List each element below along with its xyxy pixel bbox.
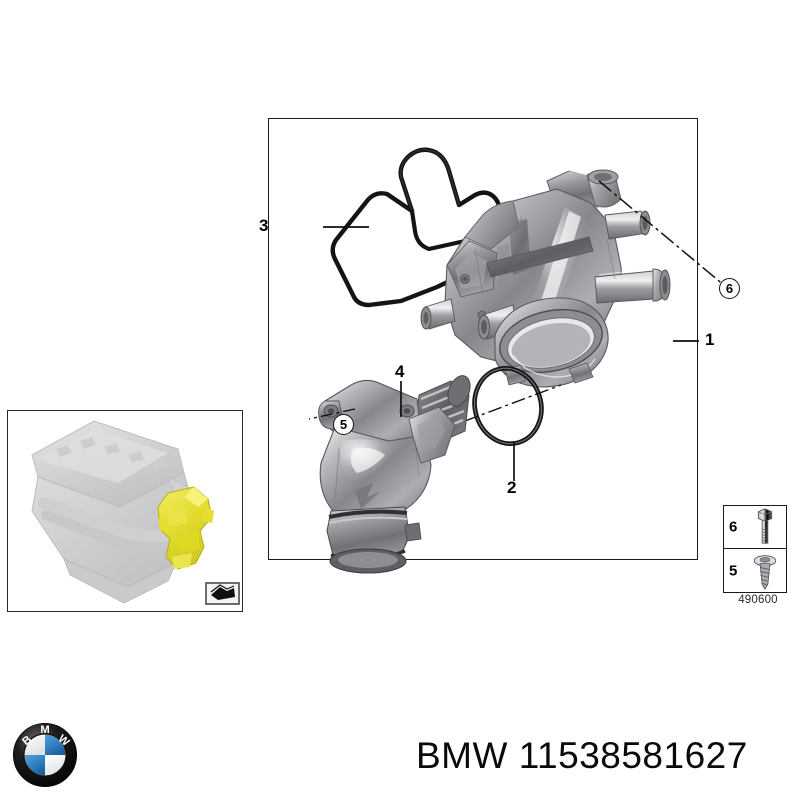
callout-circle-6: 6	[719, 278, 740, 299]
part-oring-2	[464, 366, 562, 446]
svg-text:M: M	[40, 724, 49, 736]
port-upper-right	[604, 210, 651, 240]
legend-number-5: 5	[729, 562, 738, 579]
callout-label-1: 1	[705, 330, 715, 349]
callout-label-4: 4	[395, 362, 405, 381]
fastener-legend-box: 6	[723, 505, 787, 593]
callout-label-3: 3	[259, 216, 269, 235]
legend-row-5: 5	[724, 549, 786, 592]
highlighted-component	[157, 486, 214, 570]
hex-bolt-icon	[757, 508, 773, 544]
callout-label-2: 2	[507, 478, 517, 497]
engine-thumbnail-frame	[7, 410, 243, 612]
port-right-long	[594, 268, 671, 304]
legend-number-6: 6	[729, 518, 738, 536]
port-left	[420, 298, 456, 330]
engine-thumbnail-artwork	[31, 420, 240, 605]
callout-circle-5: 5	[333, 414, 354, 435]
exploded-view-artwork	[308, 147, 732, 574]
part-number-label: BMW 11538581627	[416, 735, 748, 776]
part-thermostat-4	[318, 375, 471, 574]
legend-row-6: 6	[724, 506, 786, 549]
legend-caption: 490600	[738, 594, 778, 606]
main-diagram-frame: 3 4 2 1	[259, 118, 732, 574]
view-direction-icon	[205, 582, 240, 605]
leader-line-5	[308, 408, 356, 420]
bmw-roundel-logo: B M W	[12, 722, 78, 788]
leader-line-6	[598, 180, 732, 292]
part-housing-1	[420, 169, 671, 388]
pan-head-screw-icon	[753, 555, 777, 590]
thermostat-neck	[326, 506, 422, 574]
